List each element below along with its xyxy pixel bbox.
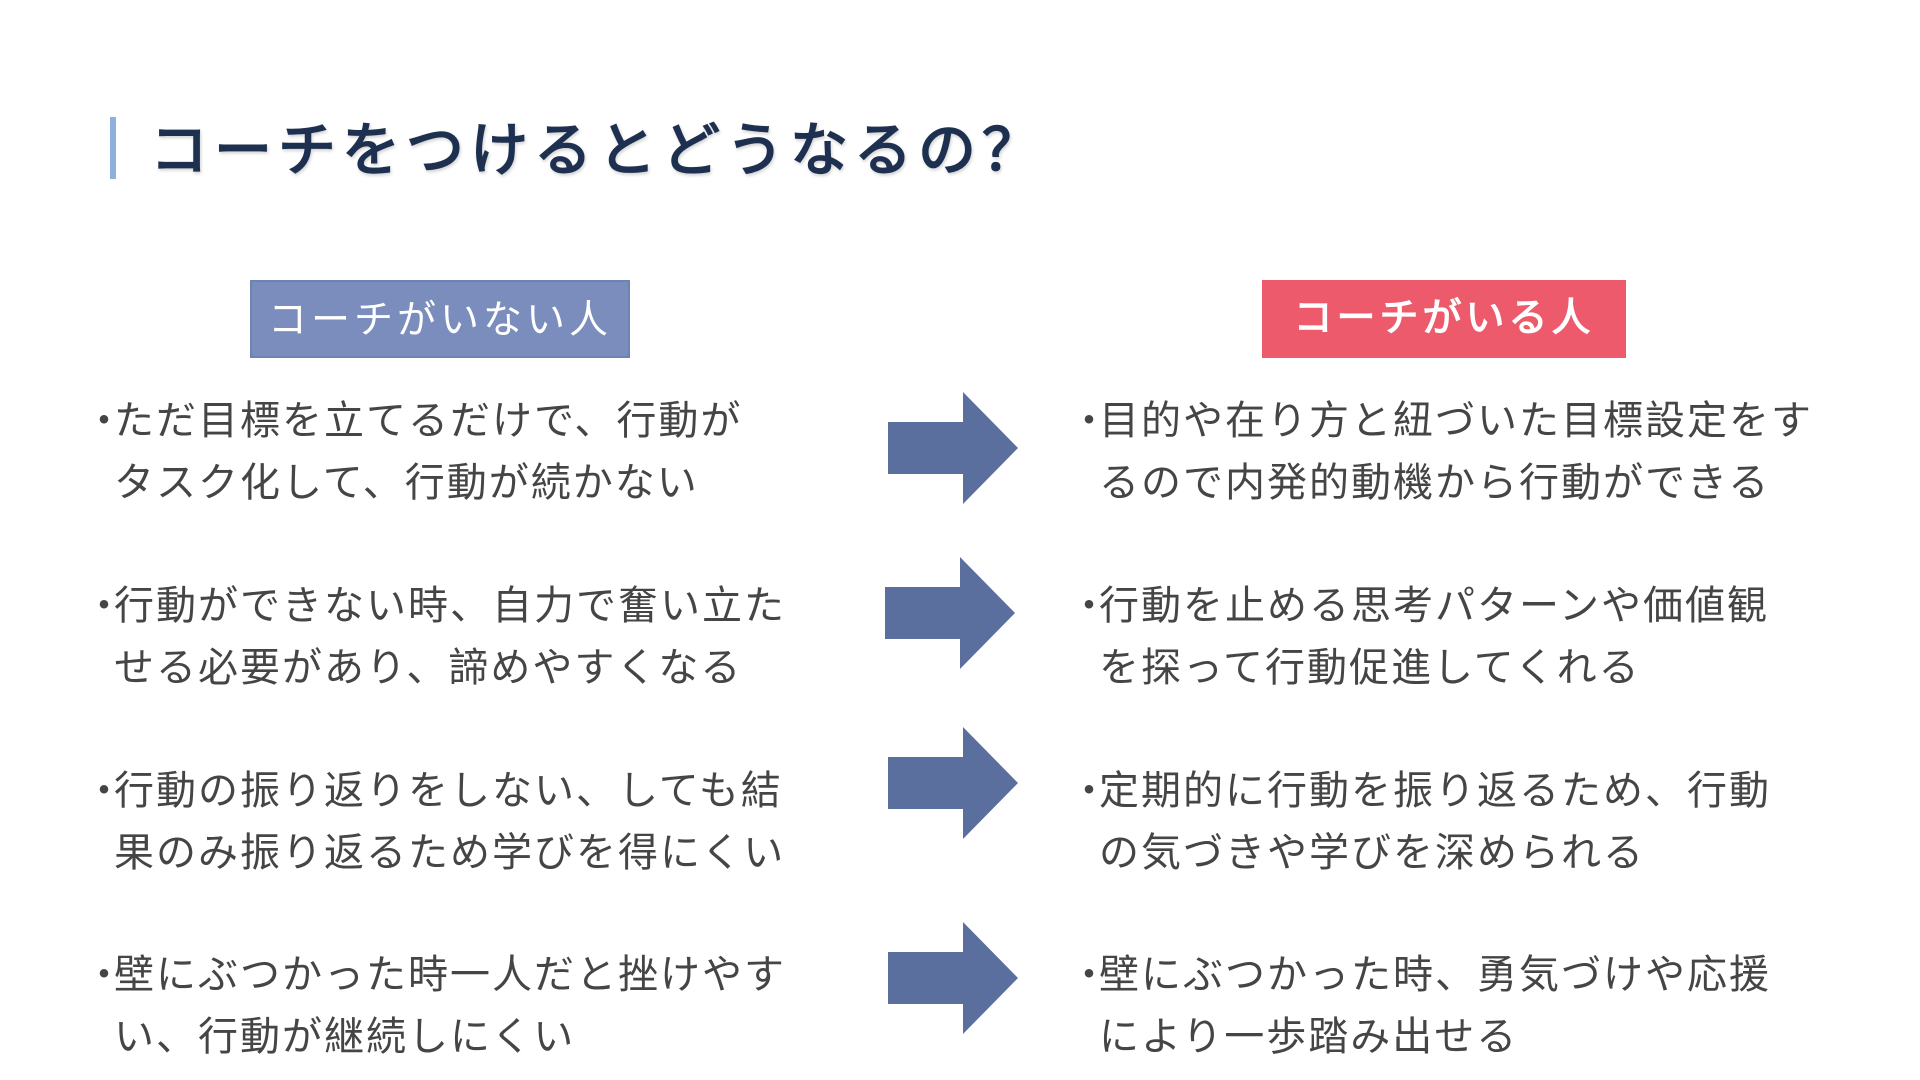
right-arrow-icon	[888, 922, 1018, 1034]
right-arrow-icon	[888, 392, 1018, 504]
page-title: コーチをつけるとどうなるの？	[150, 116, 1047, 184]
bullet: ・	[84, 398, 126, 444]
bullet: ・	[1069, 952, 1111, 998]
item-text: ただ目標を立てるだけで、行動が タスク化して、行動が続かない	[114, 398, 743, 506]
right-arrow-icon	[885, 557, 1015, 669]
bullet: ・	[1069, 768, 1111, 814]
bullet: ・	[84, 583, 126, 629]
bullet: ・	[1069, 583, 1111, 629]
item-text: 壁にぶつかった時一人だと挫けやす い、行動が継続しにくい	[114, 952, 786, 1060]
bullet: ・	[1069, 398, 1111, 444]
bullet: ・	[84, 768, 126, 814]
no-coach-item-3: ・ 行動の振り返りをしない、しても結 果のみ振り返るため学びを得にくい	[80, 760, 840, 884]
item-text: 壁にぶつかった時、勇気づけや応援 により一歩踏み出せる	[1099, 952, 1771, 1060]
with-coach-item-4: ・ 壁にぶつかった時、勇気づけや応援 により一歩踏み出せる	[1065, 944, 1865, 1068]
item-text: 行動を止める思考パターンや価値観 を探って行動促進してくれる	[1099, 583, 1769, 691]
item-text: 行動の振り返りをしない、しても結 果のみ振り返るため学びを得にくい	[114, 768, 786, 876]
no-coach-item-4: ・ 壁にぶつかった時一人だと挫けやす い、行動が継続しにくい	[80, 944, 840, 1068]
with-coach-item-2: ・ 行動を止める思考パターンや価値観 を探って行動促進してくれる	[1065, 575, 1865, 699]
no-coach-heading: コーチがいない人	[250, 280, 630, 358]
with-coach-item-3: ・ 定期的に行動を振り返るため、行動 の気づきや学びを深められる	[1065, 760, 1865, 884]
no-coach-item-1: ・ ただ目標を立てるだけで、行動が タスク化して、行動が続かない	[80, 390, 840, 514]
with-coach-heading: コーチがいる人	[1262, 280, 1626, 358]
no-coach-item-2: ・ 行動ができない時、自力で奮い立た せる必要があり、諦めやすくなる	[80, 575, 840, 699]
with-coach-item-1: ・ 目的や在り方と紐づいた目標設定をす るので内発的動機から行動ができる	[1065, 390, 1865, 514]
title-accent-bar	[110, 117, 116, 179]
item-text: 定期的に行動を振り返るため、行動 の気づきや学びを深められる	[1099, 768, 1771, 876]
item-text: 行動ができない時、自力で奮い立た せる必要があり、諦めやすくなる	[114, 583, 786, 691]
item-text: 目的や在り方と紐づいた目標設定をす るので内発的動機から行動ができる	[1099, 398, 1813, 506]
right-arrow-icon	[888, 727, 1018, 839]
bullet: ・	[84, 952, 126, 998]
